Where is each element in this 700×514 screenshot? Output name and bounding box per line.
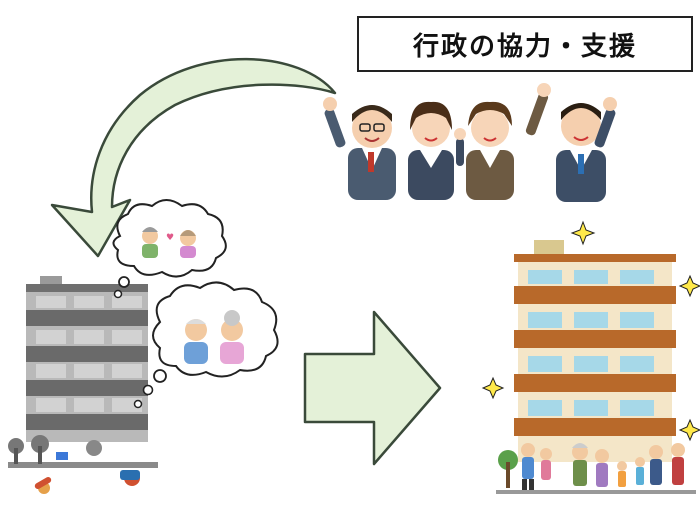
sparkle-icon <box>481 220 700 442</box>
curved-arrow-icon <box>50 57 337 258</box>
svg-text:♥: ♥ <box>166 233 174 243</box>
banner-box: 行政の協力・支援 <box>357 16 693 72</box>
banner-title: 行政の協力・支援 <box>412 31 637 62</box>
right-arrow-icon <box>303 310 442 466</box>
thought-bubble-icon: ♥ <box>112 199 279 409</box>
old-building-icon <box>8 276 158 494</box>
officials-group-icon <box>323 83 617 202</box>
renovated-building-icon <box>514 240 676 462</box>
residents-group-icon <box>496 443 696 494</box>
